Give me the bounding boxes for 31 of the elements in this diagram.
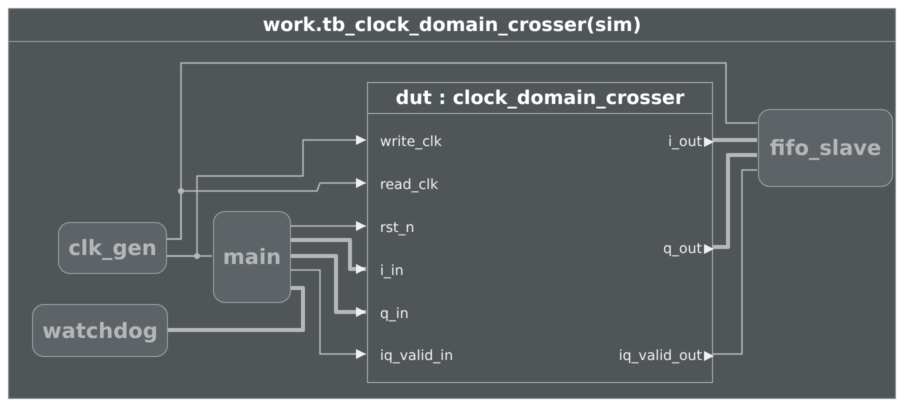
wire — [290, 221, 366, 231]
component-box — [213, 211, 291, 303]
wire — [290, 254, 366, 317]
port-label: read_clk — [380, 177, 438, 193]
wire — [166, 178, 366, 240]
wire — [166, 135, 366, 257]
wire — [712, 169, 757, 355]
component-label: main — [222, 245, 282, 269]
port-label: iq_valid_out — [618, 348, 702, 364]
port-label: rst_n — [380, 220, 414, 236]
wire — [712, 153, 757, 249]
component-label: watchdog — [42, 318, 158, 342]
port-label: i_in — [380, 263, 404, 279]
wire — [290, 269, 366, 359]
module-title: dut : clock_domain_crosser — [368, 83, 712, 114]
module-box — [367, 82, 713, 383]
component-label: clk_gen — [68, 236, 157, 260]
wire — [167, 286, 305, 332]
component-box — [58, 222, 167, 274]
component-label: fifo_slave — [770, 136, 882, 160]
port-label: q_in — [380, 306, 409, 322]
frame-panel — [8, 8, 896, 399]
component-box — [758, 109, 893, 187]
frame-title: work.tb_clock_domain_crosser(sim) — [9, 9, 895, 42]
port-label: q_out — [663, 241, 702, 257]
port-label: iq_valid_in — [380, 348, 454, 364]
port-label: i_out — [668, 134, 702, 150]
wire — [712, 138, 757, 142]
component-box — [32, 304, 168, 357]
port-label: write_clk — [380, 134, 442, 150]
wire — [290, 238, 366, 274]
